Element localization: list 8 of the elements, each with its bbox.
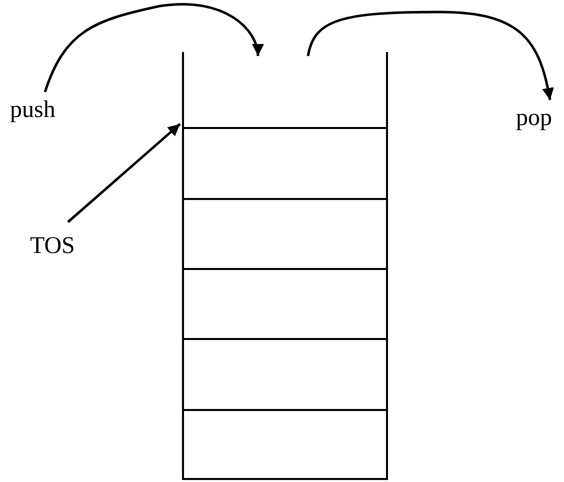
stack-slot (184, 409, 386, 480)
arrow (67, 123, 181, 223)
pointer-label: TOS (30, 232, 75, 260)
curved-arrow (306, 10, 554, 100)
stack-container (182, 52, 388, 480)
operation-label: pop (516, 104, 552, 132)
curved-arrow (44, 3, 263, 92)
operation-label: push (10, 96, 56, 124)
